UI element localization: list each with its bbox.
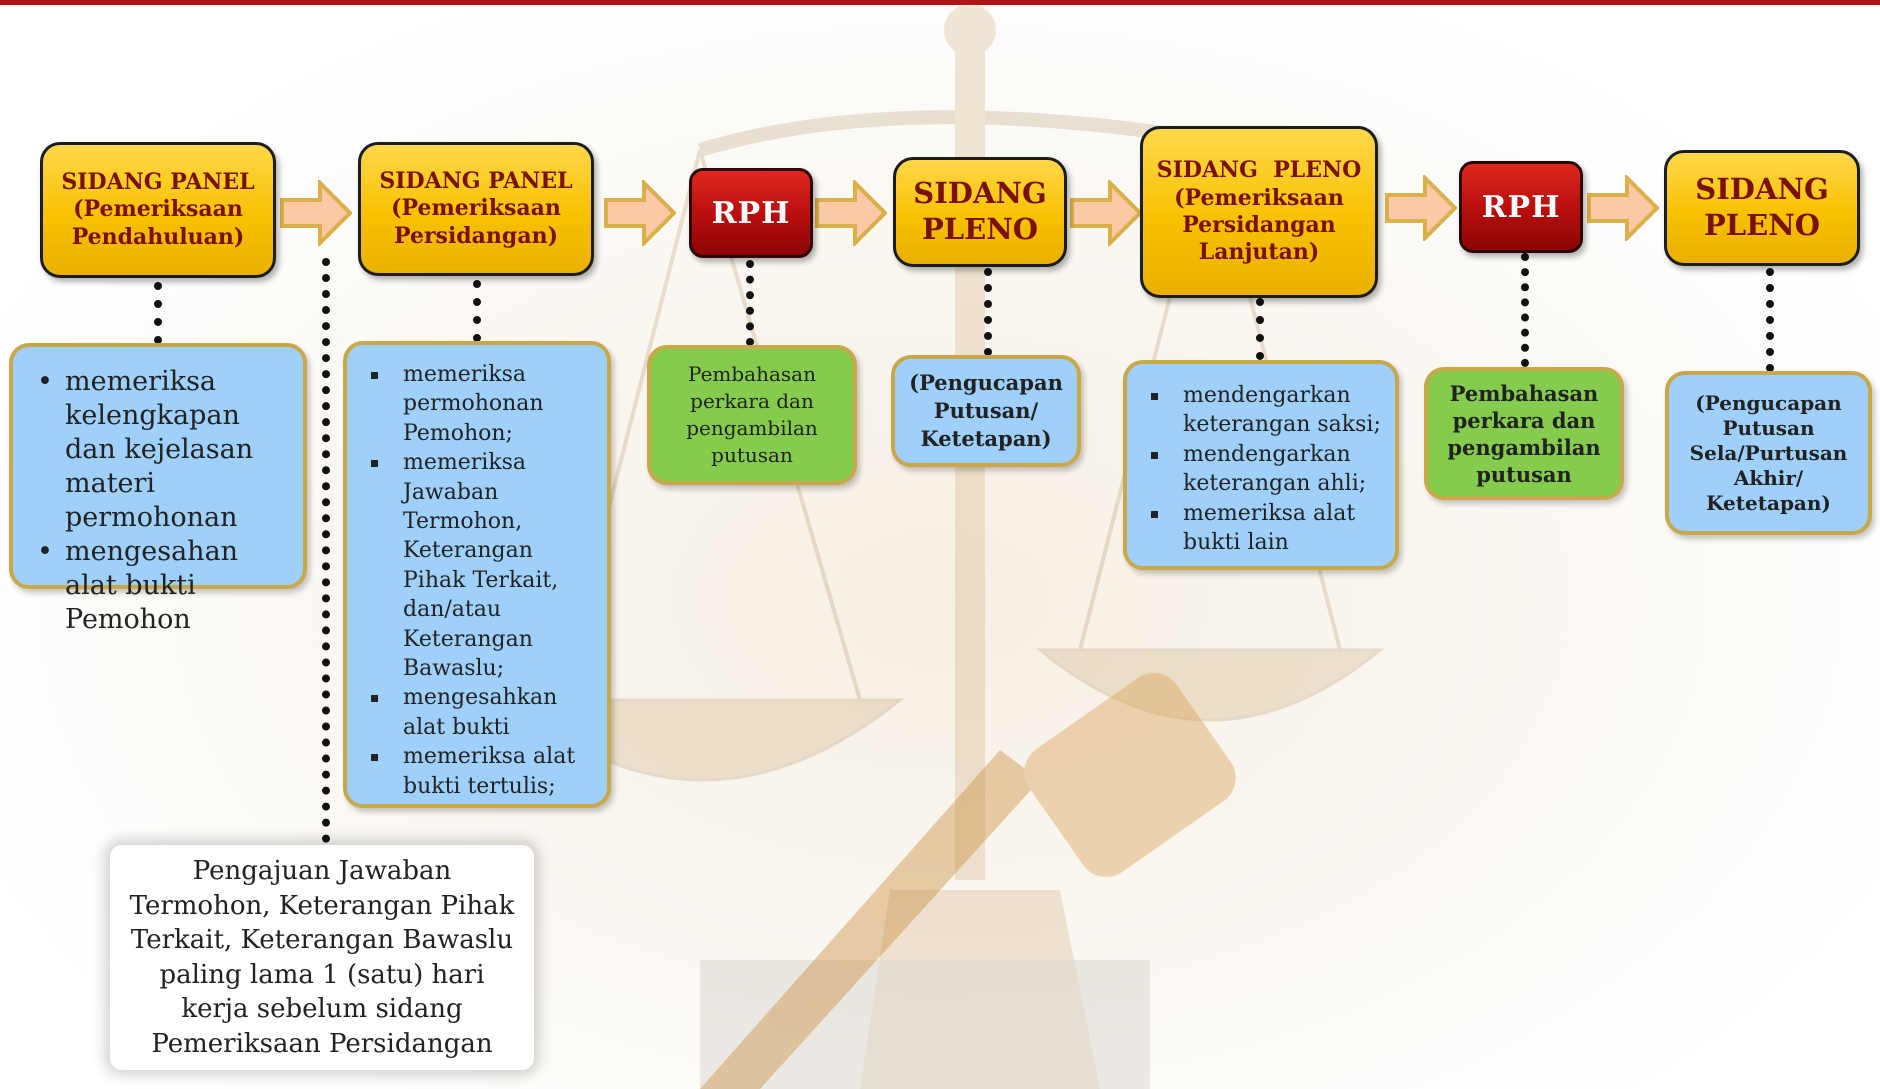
- stage-title: SIDANG PANEL: [379, 168, 573, 195]
- stage-title: RPH: [1481, 189, 1561, 225]
- note-pemeriksaan-pendahuluan: memeriksa kelengkapan dan kejelasan mate…: [9, 343, 307, 635]
- list-item: memeriksa permohonan Pemohon;: [371, 360, 601, 448]
- connector-6: [1521, 253, 1529, 367]
- stage-title: SIDANG PANEL: [61, 169, 255, 196]
- arrow-right-icon: [815, 180, 887, 246]
- stage-rph-1: RPH: [689, 168, 813, 258]
- connector-1: [154, 282, 162, 344]
- stage-sidang-pleno-lanjutan: SIDANG PLENO(Pemeriksaan Persidangan Lan…: [1140, 126, 1378, 298]
- arrow-right-icon: [1070, 180, 1142, 246]
- stage-subtitle: (Pemeriksaan Persidangan): [391, 195, 561, 249]
- list-item: mengesahan alat bukti Pemohon: [25, 535, 293, 637]
- note-rph-2: Pembahasan perkara dan pengambilan putus…: [1424, 367, 1624, 500]
- note-text: Pembahasan perkara dan pengambilan putus…: [686, 362, 818, 467]
- connector-2: [473, 280, 481, 342]
- note-persidangan-lanjutan: mendengarkan keterangan saksi; mendengar…: [1123, 360, 1399, 570]
- connector-7: [1766, 268, 1774, 372]
- note-pengucapan-putusan-2: (Pengucapan Putusan Sela/Purtusan Akhir/…: [1665, 371, 1872, 535]
- note-text: Pembahasan perkara dan pengambilan putus…: [1447, 380, 1601, 487]
- stage-sidang-panel-persidangan: SIDANG PANEL(Pemeriksaan Persidangan): [358, 142, 594, 276]
- stage-sidang-panel-pendahuluan: SIDANG PANEL(Pemeriksaan Pendahuluan): [40, 142, 276, 278]
- arrow-right-icon: [604, 180, 676, 246]
- stage-sidang-pleno-2: SIDANG PLENO: [1664, 150, 1860, 266]
- note-rph-1: Pembahasan perkara dan pengambilan putus…: [647, 345, 857, 485]
- stage-title: SIDANG PLENO: [1695, 172, 1829, 242]
- list-item: memeriksa kelengkapan dan kejelasan mate…: [25, 365, 293, 535]
- note-pemeriksaan-persidangan: memeriksa permohonan Pemohon; memeriksa …: [343, 341, 611, 808]
- stage-subtitle: (Pemeriksaan Pendahuluan): [71, 196, 245, 250]
- note-text: (Pengucapan Putusan Sela/Purtusan Akhir/…: [1689, 390, 1848, 515]
- connector-5: [1256, 298, 1264, 360]
- stage-sidang-pleno-1: SIDANG PLENO: [893, 157, 1067, 267]
- arrow-right-icon: [1385, 175, 1457, 241]
- list-item: memeriksa Jawaban Termohon, Keterangan P…: [371, 448, 601, 683]
- stage-title: SIDANG PLENO: [1156, 157, 1362, 184]
- bottom-note-deadline: Pengajuan Jawaban Termohon, Keterangan P…: [110, 845, 534, 1070]
- connector-3: [746, 260, 754, 346]
- stage-subtitle: (Pemeriksaan Persidangan Lanjutan): [1174, 184, 1344, 266]
- arrow-right-icon: [1587, 175, 1659, 241]
- connector-bottom-note: [322, 258, 330, 843]
- list-item: mendengarkan keterangan ahli;: [1151, 440, 1389, 499]
- arrow-right-icon: [280, 180, 352, 246]
- top-red-bar: [0, 0, 1880, 5]
- note-pengucapan-putusan-1: (Pengucapan Putusan/ Ketetapan): [891, 355, 1081, 467]
- bottom-note-text: Pengajuan Jawaban Termohon, Keterangan P…: [129, 856, 515, 1059]
- list-item: mendengarkan keterangan saksi;: [1151, 381, 1389, 440]
- stage-title: RPH: [711, 195, 791, 231]
- connector-4: [984, 268, 992, 356]
- note-text: (Pengucapan Putusan/ Ketetapan): [909, 370, 1063, 451]
- list-item: mengesahkan alat bukti: [371, 683, 601, 742]
- list-item: memeriksa alat bukti lain: [1151, 499, 1389, 558]
- stage-title: SIDANG PLENO: [913, 176, 1047, 246]
- list-item: memeriksa alat bukti tertulis;: [371, 742, 601, 801]
- stage-rph-2: RPH: [1459, 161, 1583, 253]
